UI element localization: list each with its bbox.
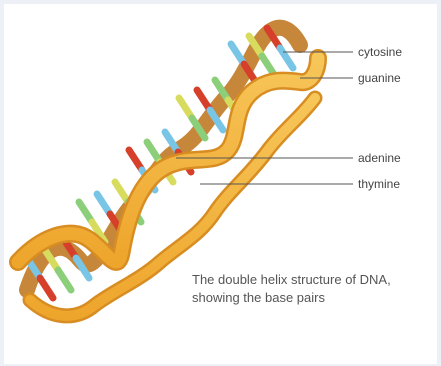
cytosine-label: cytosine — [358, 45, 402, 59]
guanine-label: guanine — [358, 71, 401, 85]
thymine-label: thymine — [358, 177, 400, 191]
adenine-label: adenine — [358, 151, 401, 165]
caption-line-2: showing the base pairs — [192, 290, 325, 305]
caption-line-1: The double helix structure of DNA, — [192, 272, 391, 287]
